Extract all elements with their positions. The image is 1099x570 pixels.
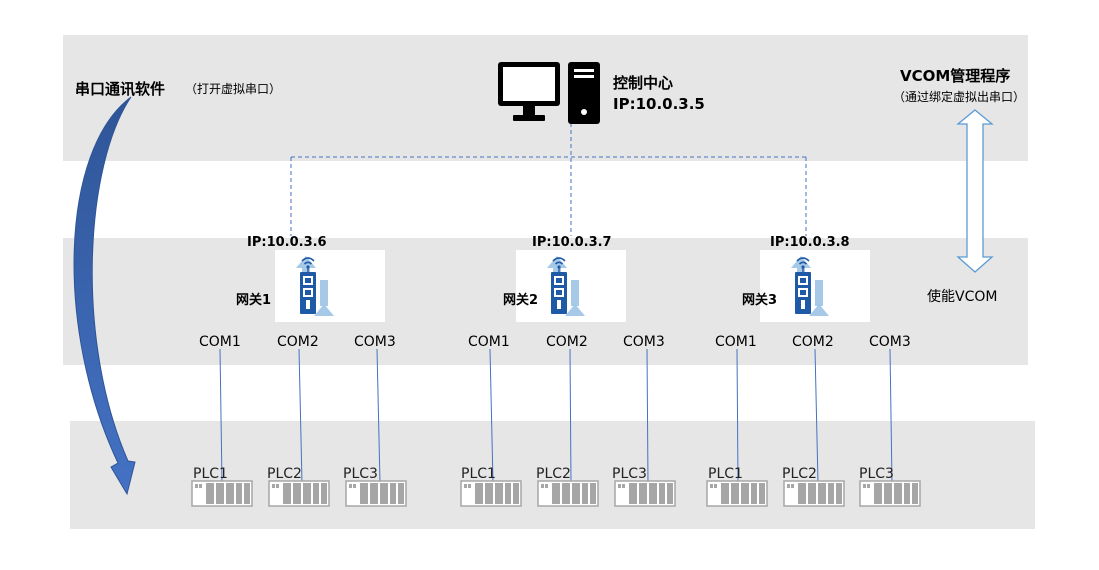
- gateway-name: 网关2: [503, 293, 539, 308]
- com-port-label: COM1: [715, 334, 757, 350]
- gateway-ip: IP:10.0.3.7: [532, 235, 612, 250]
- com-port-label: COM2: [277, 334, 319, 350]
- plc-label: PLC1: [461, 466, 496, 482]
- curved-arrow: [73, 96, 136, 496]
- plc-device-icon: [783, 480, 845, 507]
- com-port-label: COM1: [468, 334, 510, 350]
- gateway-icon: [296, 256, 334, 316]
- double-arrow: [956, 109, 994, 273]
- plc-label: PLC2: [536, 466, 571, 482]
- control-center-title: 控制中心: [613, 74, 674, 92]
- com-port-label: COM3: [623, 334, 665, 350]
- control-center-ip: IP:10.0.3.5: [613, 95, 705, 113]
- com-port-label: COM3: [354, 334, 396, 350]
- gateway-icon: [547, 256, 585, 316]
- plc-label: PLC3: [343, 466, 378, 482]
- gateway-card: [275, 250, 385, 322]
- com-port-label: COM3: [869, 334, 911, 350]
- plc-device-icon: [859, 480, 921, 507]
- gateway-name: 网关3: [742, 293, 778, 308]
- gateway-name: 网关1: [236, 293, 272, 308]
- plc-device-icon: [345, 480, 407, 507]
- com-port-label: COM2: [546, 334, 588, 350]
- gateway-icon: [791, 256, 829, 316]
- software-subtitle: （打开虚拟串口）: [185, 82, 282, 96]
- plc-band: [70, 421, 1035, 529]
- vcom-subtitle: （通过绑定虚拟出串口）: [893, 90, 1026, 104]
- plc-device-icon: [537, 480, 599, 507]
- plc-device-icon: [614, 480, 676, 507]
- plc-label: PLC1: [708, 466, 743, 482]
- plc-device-icon: [706, 480, 768, 507]
- plc-label: PLC1: [193, 466, 228, 482]
- com-port-label: COM2: [792, 334, 834, 350]
- plc-device-icon: [191, 480, 253, 507]
- gateway-ip: IP:10.0.3.8: [770, 235, 850, 250]
- plc-device-icon: [268, 480, 330, 507]
- vcom-enable-label: 使能VCOM: [927, 289, 998, 305]
- vcom-title: VCOM管理程序: [900, 67, 1011, 85]
- plc-label: PLC2: [267, 466, 302, 482]
- com-port-label: COM1: [199, 334, 241, 350]
- computer-icon: [498, 62, 600, 124]
- gateway-ip: IP:10.0.3.6: [247, 235, 327, 250]
- software-title: 串口通讯软件: [75, 80, 166, 98]
- plc-label: PLC3: [612, 466, 647, 482]
- plc-label: PLC3: [859, 466, 894, 482]
- plc-device-icon: [460, 480, 522, 507]
- plc-label: PLC2: [782, 466, 817, 482]
